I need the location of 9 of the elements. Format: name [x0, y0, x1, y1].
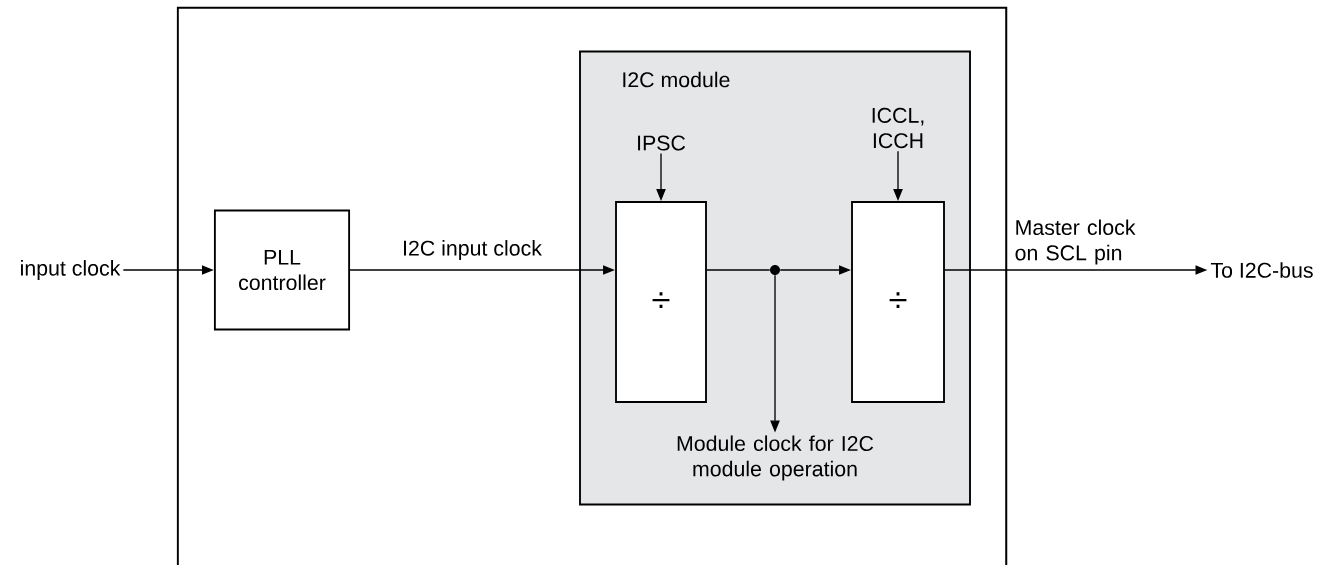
edge-label: I2C input clock: [404, 240, 542, 260]
edge-label: Master clock on SCL pin: [1015, 219, 1136, 265]
signal-label: Module clock for I2C module operation: [677, 435, 874, 481]
signal-label: input clock: [21, 260, 121, 280]
signal-label: ICCL, ICCH: [872, 107, 924, 149]
signal-label: To I2C-bus: [1210, 262, 1313, 278]
process-box: PLL controller: [213, 209, 351, 331]
device-frame: [176, 6, 1008, 565]
signal-label: IPSC: [638, 135, 686, 151]
